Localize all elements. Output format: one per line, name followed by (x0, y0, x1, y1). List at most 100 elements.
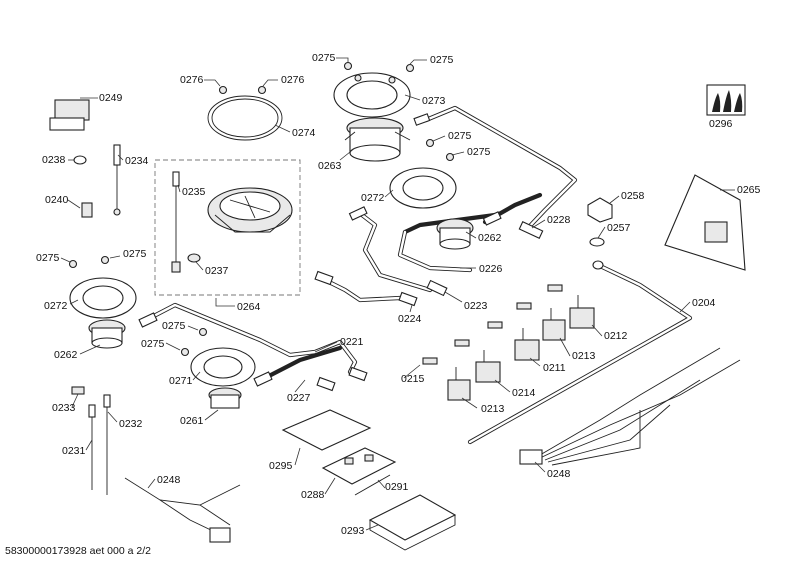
leader-lines (60, 57, 735, 531)
label-0248: 0248 (547, 468, 571, 480)
label-0204: 0204 (692, 297, 716, 309)
label-0275: 0275 (312, 52, 336, 64)
gas-pipe-upper (413, 105, 578, 240)
label-0264: 0264 (237, 301, 261, 313)
label-0275: 0275 (448, 130, 472, 142)
label-0235: 0235 (182, 186, 206, 198)
label-0261: 0261 (180, 415, 204, 427)
label-0293: 0293 (341, 525, 365, 537)
label-0240: 0240 (45, 194, 69, 206)
injector-kit-265 (664, 174, 746, 271)
label-0291: 0291 (385, 481, 409, 493)
gasket-272-center (389, 167, 457, 209)
label-0226: 0226 (479, 263, 503, 275)
label-0238: 0238 (42, 154, 66, 166)
gasket-272-left (69, 277, 137, 319)
label-296 (706, 84, 746, 116)
label-0213: 0213 (481, 403, 505, 415)
label-0262: 0262 (478, 232, 502, 244)
label-0275: 0275 (162, 320, 186, 332)
connector-249 (49, 99, 90, 131)
seal-ring-274 (207, 95, 283, 141)
gas-pipe-224 (314, 270, 418, 307)
label-0215: 0215 (401, 373, 425, 385)
fitting-258 (587, 197, 613, 223)
gasket-271 (190, 347, 256, 387)
label-0211: 0211 (543, 362, 566, 374)
label-0233: 0233 (52, 402, 76, 414)
label-0227: 0227 (287, 392, 311, 404)
label-0232: 0232 (119, 418, 143, 430)
label-0224: 0224 (398, 313, 422, 325)
wok-burner-264 (207, 187, 293, 233)
burner-group-264-frame (154, 159, 301, 296)
label-0237: 0237 (205, 265, 229, 277)
label-0276: 0276 (180, 74, 204, 86)
valve-212 (569, 295, 595, 329)
valve-211 (514, 328, 540, 361)
label-0231: 0231 (62, 445, 86, 457)
gasket-273 (333, 72, 411, 118)
gas-pipe-204 (467, 260, 693, 445)
label-0221: 0221 (340, 336, 364, 348)
wiring-harness-248-left (124, 477, 241, 543)
label-0274: 0274 (292, 127, 316, 139)
label-0228: 0228 (547, 214, 571, 226)
label-0275: 0275 (123, 248, 147, 260)
gas-pipe-226 (397, 192, 543, 273)
label-0275: 0275 (36, 252, 60, 264)
screws-275-left (68, 255, 110, 269)
label-0214: 0214 (512, 387, 536, 399)
label-0212: 0212 (604, 330, 628, 342)
label-0272: 0272 (361, 192, 385, 204)
connector-233 (71, 386, 85, 395)
cover-295 (281, 409, 372, 451)
pcb-288 (321, 447, 397, 485)
label-0296: 0296 (709, 118, 733, 130)
label-0258: 0258 (621, 190, 645, 202)
gas-pipe-221-227 (138, 302, 368, 392)
label-0275: 0275 (467, 146, 491, 158)
cable-tie-291 (354, 474, 391, 496)
label-0257: 0257 (607, 222, 631, 234)
label-0276: 0276 (281, 74, 305, 86)
wiring-harness-248-right (519, 347, 741, 466)
nut-237 (187, 253, 201, 263)
burner-263 (344, 117, 411, 162)
label-0275: 0275 (141, 338, 165, 350)
label-0275: 0275 (430, 54, 454, 66)
label-0249: 0249 (99, 92, 123, 104)
valve-214 (475, 350, 501, 383)
valve-213-lower (447, 367, 471, 401)
label-0265: 0265 (737, 184, 761, 196)
thermocouple-235 (171, 171, 181, 273)
electrode-234 (113, 144, 121, 216)
washer-257 (589, 237, 605, 247)
thermocouples-231-232 (88, 394, 111, 495)
label-0295: 0295 (269, 460, 293, 472)
screws-275-top (343, 61, 455, 162)
housing-293 (368, 494, 457, 551)
clip-238 (73, 155, 87, 165)
screws-275-mid (180, 327, 208, 357)
burner-262-left (88, 319, 126, 349)
burner-261 (208, 387, 242, 409)
document-footer: 58300000173928 aet 000 a 2/2 (5, 545, 151, 557)
spindles-215 (422, 284, 563, 365)
label-0223: 0223 (464, 300, 488, 312)
label-0248: 0248 (157, 474, 181, 486)
valve-213-upper (542, 308, 566, 341)
label-0263: 0263 (318, 160, 342, 172)
label-0273: 0273 (422, 95, 446, 107)
nozzle-240 (81, 202, 93, 218)
label-0271: 0271 (169, 375, 193, 387)
gas-pipe-272-left (348, 206, 448, 297)
label-0262: 0262 (54, 349, 78, 361)
burner-262-center (436, 218, 474, 250)
label-0234: 0234 (125, 155, 149, 167)
screws-276 (218, 85, 267, 95)
label-0288: 0288 (301, 489, 325, 501)
label-0213: 0213 (572, 350, 596, 362)
